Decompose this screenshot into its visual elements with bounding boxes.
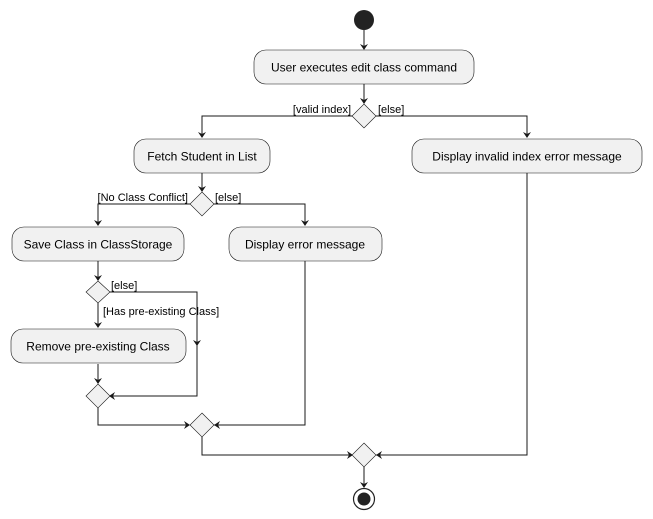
arrowhead [376,451,382,459]
arrowhead [347,451,353,459]
arrowhead [184,421,190,429]
decision-valid-index [351,103,377,129]
arrowhead [193,340,201,346]
edge-merge2-to-final-merge [201,437,352,456]
decision-pre-existing-class [85,280,111,304]
arrowhead [109,392,115,400]
arrowhead [360,482,368,488]
activity-label: Display invalid index error message [432,150,622,164]
start-node [354,10,374,30]
edge-valid-index [201,115,353,137]
arrowhead [198,186,206,192]
activity-save-class: Save Class in ClassStorage [11,226,185,262]
end-node [352,487,376,511]
activity-display-error: Display error message [228,226,383,262]
merge-pre-existing [85,383,111,409]
edge-merge-to-merge2 [97,407,189,426]
edge-else-invalid [375,115,528,137]
arrowhead [360,98,368,104]
arrowhead [94,322,102,328]
arrowhead [523,132,531,138]
activity-label: User executes edit class command [271,61,457,75]
arrowhead [94,275,102,281]
merge-final [351,442,377,468]
arrowhead [360,44,368,50]
arrowhead [94,220,102,226]
arrowhead [94,378,102,384]
activity-label: Display error message [245,238,365,252]
guard-no-class-conflict: [No Class Conflict] [98,192,188,204]
activity-label: Save Class in ClassStorage [24,238,173,252]
guard-else-index: [else] [378,104,404,116]
activity-display-invalid: Display invalid index error message [411,138,643,174]
merge-conflict [189,412,215,438]
activity-remove-class: Remove pre-existing Class [10,328,187,364]
activity-label: Remove pre-existing Class [26,340,169,354]
activity-fetch-student: Fetch Student in List [133,138,271,174]
edge-error-to-merge2 [214,261,306,426]
activity-user-executes: User executes edit class command [253,49,475,85]
edge-invalid-to-final-merge [376,173,528,456]
edges [94,30,531,488]
edge-no-conflict [97,203,191,225]
guard-valid-index: [valid index] [293,104,351,116]
guard-has-pre-existing-class: [Has pre-existing Class] [103,306,219,318]
decision-class-conflict [189,191,215,217]
edge-else-conflict [213,203,306,225]
arrowhead [214,421,220,429]
arrowhead [198,132,206,138]
arrowhead [301,220,309,226]
guard-else-no-class: [else] [111,280,137,292]
guard-else-conflict: [else] [215,192,241,204]
activity-label: Fetch Student in List [147,150,257,164]
